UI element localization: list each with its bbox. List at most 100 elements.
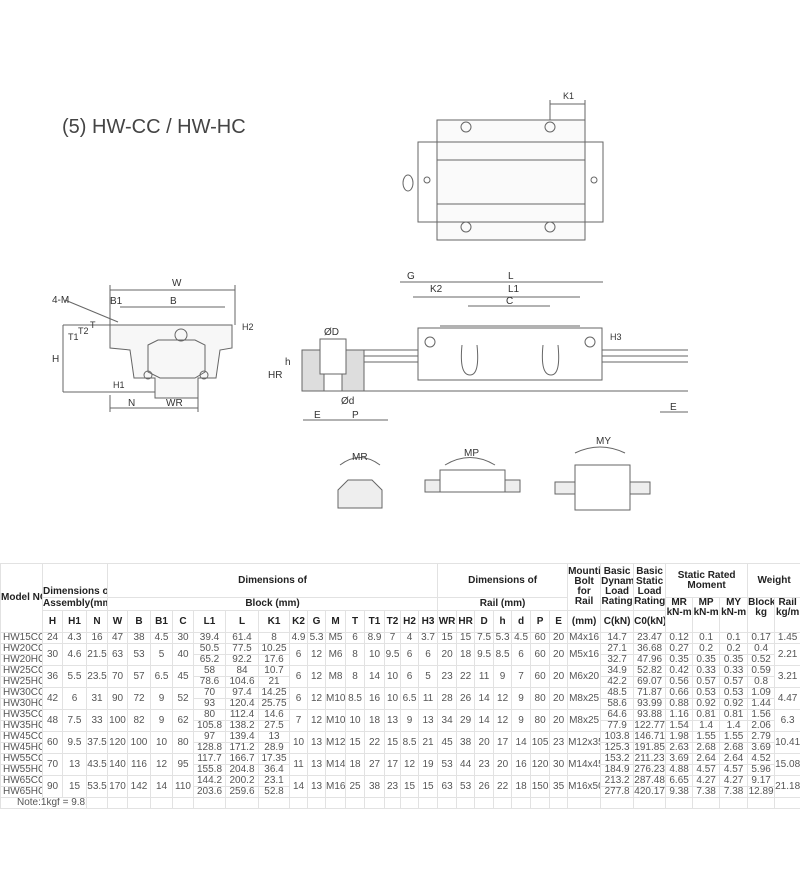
- header-col-k1: K1: [258, 610, 291, 633]
- cell-my: 1.4: [719, 720, 749, 732]
- label-e-right: E: [670, 402, 677, 413]
- cell-hr: 44: [456, 753, 476, 776]
- side-view-drawing: G L K2 L1 C H3 ØD Ød h HR E P E: [268, 271, 688, 421]
- label-e-left: E: [314, 410, 321, 421]
- cell-k1: 13: [258, 731, 291, 743]
- header-col-d: d: [511, 610, 532, 633]
- cell-k2: 6: [289, 687, 309, 710]
- empty-cell: [85, 797, 109, 809]
- cell-h2: 15: [400, 775, 420, 798]
- header-col-e: E: [549, 610, 569, 633]
- cell-l: 139.4: [225, 731, 260, 743]
- cell-t2: 7: [384, 632, 402, 644]
- cell-l: 92.2: [225, 654, 260, 666]
- label-od: ØD: [324, 327, 339, 338]
- cell-b: 57: [127, 665, 152, 688]
- cell-g: 12: [307, 665, 327, 688]
- cell-mp: 0.53: [692, 687, 721, 699]
- cell-c0: 47.96: [633, 654, 667, 666]
- cell-mp: 4.57: [692, 764, 721, 776]
- cell-w: 120: [107, 731, 129, 754]
- cell-e: 30: [549, 753, 569, 776]
- cell-t1: 10: [364, 643, 386, 666]
- cell-block: 2.79: [747, 731, 776, 743]
- cell-mr: 2.63: [665, 742, 694, 754]
- cell-c: 62: [172, 709, 195, 732]
- cell-m: M14: [325, 753, 347, 776]
- cell-cd: 153.2: [600, 753, 635, 765]
- cell-my: 2.68: [719, 742, 749, 754]
- cell-b: 116: [127, 753, 152, 776]
- cell-e: 20: [549, 665, 569, 688]
- label-w: W: [172, 278, 182, 289]
- cell-h3: 13: [418, 709, 439, 732]
- cell-e: 35: [549, 775, 569, 798]
- cell-b1: 12: [150, 753, 174, 776]
- cell-t: 25: [345, 775, 366, 798]
- cell-h: 70: [42, 753, 63, 776]
- cell-b1: 9: [150, 687, 174, 710]
- cell-mp: 0.92: [692, 698, 721, 710]
- cell-b1: 14: [150, 775, 174, 798]
- cell-c: 40: [172, 643, 195, 666]
- cell-e: 20: [549, 687, 569, 710]
- cell-c: 30: [172, 632, 195, 644]
- header-static-unit: C0(kN): [633, 610, 667, 633]
- empty-cell: [384, 797, 402, 809]
- label-wr: WR: [166, 398, 183, 409]
- label-l: L: [508, 271, 514, 282]
- cell-l1: 117.7: [193, 753, 227, 765]
- cell-h1: 15: [62, 775, 87, 798]
- cell-t: 10: [345, 709, 366, 732]
- cell-g: 12: [307, 709, 327, 732]
- cell-h1: 5.5: [62, 665, 87, 688]
- cell-k1: 17.35: [258, 753, 291, 765]
- header-col-h1: H1: [62, 610, 87, 633]
- cell-n: 33: [85, 709, 109, 732]
- cell-wr: 20: [437, 643, 458, 666]
- cell-l1: 65.2: [193, 654, 227, 666]
- cell-c0: 71.87: [633, 687, 667, 699]
- cell-cd: 42.2: [600, 676, 635, 688]
- cell-t: 15: [345, 731, 366, 754]
- empty-cell: [172, 797, 195, 809]
- cell-k2: 10: [289, 731, 309, 754]
- cell-l: 200.2: [225, 775, 260, 787]
- cell-h2: 6: [400, 643, 420, 666]
- cell-block: 1.09: [747, 687, 776, 699]
- label-t1: T1: [68, 332, 79, 342]
- cell-cd: 77.9: [600, 720, 635, 732]
- cell-bolt: M16x50: [567, 775, 602, 798]
- cell-mr: 4.88: [665, 764, 694, 776]
- cell-l1: 144.2: [193, 775, 227, 787]
- cell-block: 2.06: [747, 720, 776, 732]
- moment-mp-drawing: MP: [424, 448, 521, 493]
- cell-k1: 36.4: [258, 764, 291, 776]
- cell-mr: 0.88: [665, 698, 694, 710]
- cell-h2: 4: [400, 632, 420, 644]
- cell-mr: 0.42: [665, 665, 694, 677]
- cell-bolt: M12x35: [567, 731, 602, 754]
- cell-block: 0.17: [747, 632, 776, 644]
- cell-hr: 38: [456, 731, 476, 754]
- cell-h: 24: [42, 632, 63, 644]
- cell-block: 0.8: [747, 676, 776, 688]
- cell-d: 18: [511, 775, 532, 798]
- cell-bolt: M8x25: [567, 709, 602, 732]
- cell-t1: 27: [364, 753, 386, 776]
- cell-m: M8: [325, 665, 347, 688]
- cell-p: 105: [530, 731, 551, 754]
- cell-l: 166.7: [225, 753, 260, 765]
- cell-d: 9.5: [474, 643, 495, 666]
- header-col-m: M: [325, 610, 347, 633]
- cell-l: 138.2: [225, 720, 260, 732]
- cell-rail: 2.21: [774, 643, 800, 666]
- empty-cell: [747, 797, 776, 809]
